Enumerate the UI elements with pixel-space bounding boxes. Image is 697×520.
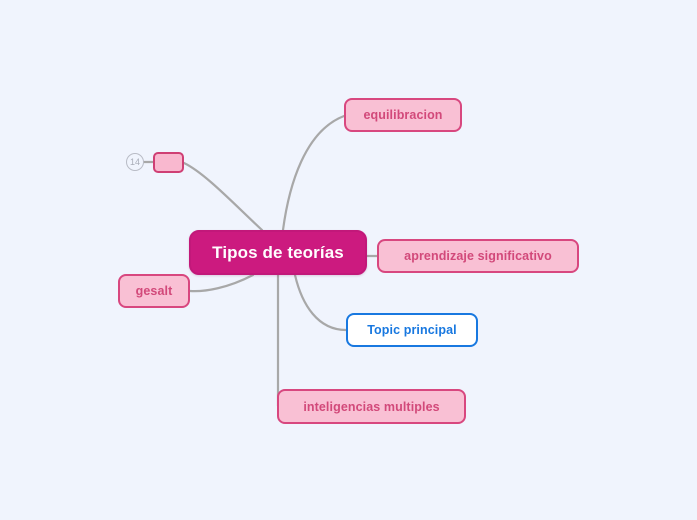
edge-to-empty-node [182, 161, 264, 232]
node-equilibracion-label: equilibracion [363, 108, 443, 122]
node-topic-principal-label: Topic principal [367, 323, 457, 337]
node-topic-principal[interactable]: Topic principal [346, 313, 478, 347]
edge-to-gesalt [188, 273, 255, 293]
node-aprendizaje-significativo-label: aprendizaje significativo [404, 249, 552, 263]
node-gesalt-label: gesalt [135, 284, 173, 298]
edge-to-topic-principal [293, 273, 348, 332]
node-inteligencias-multiples[interactable]: inteligencias multiples [277, 389, 466, 424]
central-node-label: Tipos de teorías [212, 242, 344, 262]
node-aprendizaje-significativo[interactable]: aprendizaje significativo [377, 239, 579, 273]
node-inteligencias-multiples-label: inteligencias multiples [303, 399, 440, 414]
edge-to-equilibracion [281, 114, 346, 232]
collapse-count-badge[interactable]: 14 [126, 153, 144, 171]
collapse-count-label: 14 [129, 156, 140, 167]
node-gesalt[interactable]: gesalt [118, 274, 190, 308]
node-equilibracion[interactable]: equilibracion [344, 98, 462, 132]
central-node[interactable]: Tipos de teorías [189, 230, 367, 275]
node-empty-collapsed[interactable] [153, 152, 184, 173]
